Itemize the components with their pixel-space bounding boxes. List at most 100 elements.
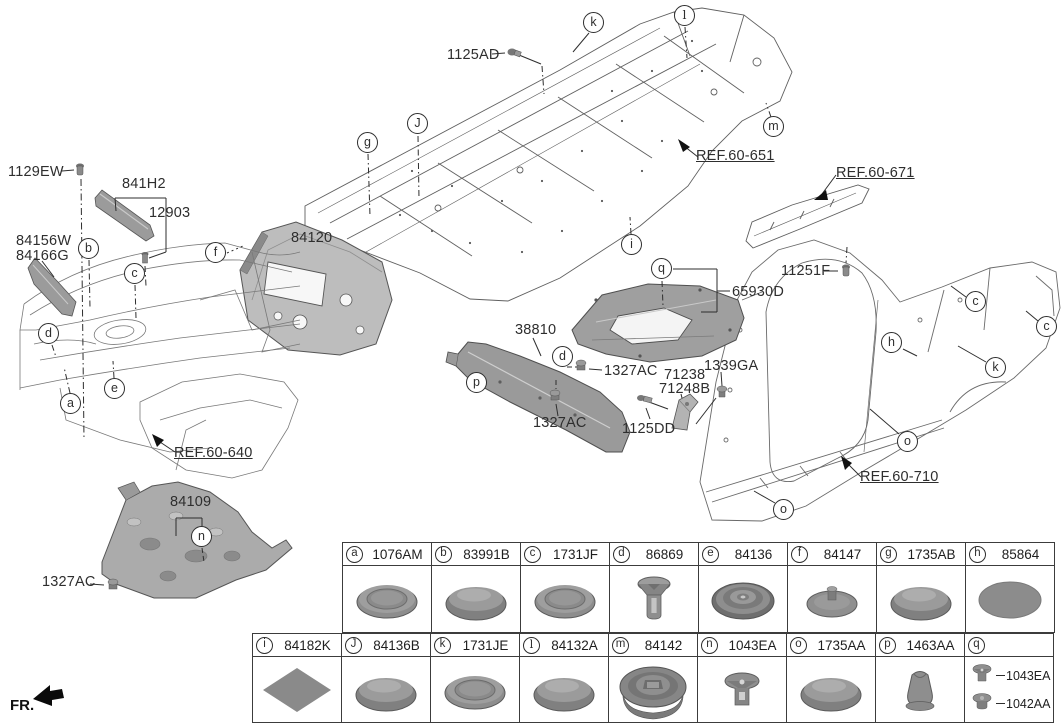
legend-cell-c[interactable]: c 1731JF — [520, 542, 610, 633]
callout-d[interactable]: d — [552, 346, 573, 367]
legend-part-number: 85864 — [1001, 546, 1040, 562]
callout-m[interactable]: m — [763, 116, 784, 137]
legend-cell-k[interactable]: k 1731JE — [430, 633, 520, 723]
part-label-1327AC[interactable]: 1327AC — [604, 363, 658, 379]
legend-callout-k: k — [434, 636, 451, 654]
callout-g[interactable]: g — [357, 132, 378, 153]
ref-link-REF.60-710[interactable]: REF.60-710 — [860, 469, 939, 485]
callout-q[interactable]: q — [651, 258, 672, 279]
callout-k[interactable]: k — [985, 357, 1006, 378]
dual-icon-holder — [969, 662, 995, 689]
legend-cell-body — [787, 657, 875, 722]
callout-f[interactable]: f — [205, 242, 226, 263]
legend-cell-header: c 1731JF — [521, 543, 609, 566]
side-panel-drawing — [699, 239, 1061, 522]
part-label-1327AC[interactable]: 1327AC — [42, 574, 96, 590]
legend-part-number: 1731JE — [462, 637, 509, 653]
part-label-12903[interactable]: 12903 — [149, 205, 191, 221]
legend-cell-body — [699, 566, 787, 632]
legend-part-number: 83991B — [463, 546, 510, 562]
legend-callout-f: f — [791, 545, 808, 563]
part-label-1125DD[interactable]: 1125DD — [622, 421, 676, 437]
ring-plug-icon — [356, 585, 418, 619]
callout-b[interactable]: b — [78, 238, 99, 259]
callout-J[interactable]: J — [407, 113, 428, 134]
part-label-71248B[interactable]: 71248B — [659, 381, 711, 397]
grommet-icon — [716, 385, 728, 398]
legend-cell-g[interactable]: g 1735AB — [876, 542, 966, 633]
dome-plug-icon — [355, 677, 417, 711]
callout-a[interactable]: a — [60, 393, 81, 414]
legend-part-number: 84142 — [644, 637, 683, 653]
ref-link-REF.60-671[interactable]: REF.60-671 — [836, 165, 915, 181]
callout-c[interactable]: c — [965, 291, 986, 312]
part-label-84120[interactable]: 84120 — [291, 230, 333, 246]
callout-k[interactable]: k — [583, 12, 604, 33]
crossmember-drawing — [445, 341, 631, 453]
legend-part-number: 1731JF — [552, 546, 599, 562]
legend-cell-body — [431, 657, 519, 722]
callout-l[interactable]: l — [674, 5, 695, 26]
legend-part-number: 1735AB — [907, 546, 956, 562]
callout-o[interactable]: o — [897, 431, 918, 452]
legend-part-number: 84182K — [284, 637, 331, 653]
callout-c[interactable]: c — [124, 263, 145, 284]
part-label-84166G[interactable]: 84166G — [16, 248, 69, 264]
part-label-38810[interactable]: 38810 — [515, 322, 557, 338]
cowl-bar-drawing — [94, 189, 155, 242]
part-label-84156W[interactable]: 84156W — [16, 233, 72, 249]
callout-o[interactable]: o — [773, 499, 794, 520]
legend-cell-b[interactable]: b 83991B — [431, 542, 521, 633]
ref-link-REF.60-651[interactable]: REF.60-651 — [696, 148, 775, 164]
part-label-11251F[interactable]: 11251F — [781, 263, 831, 279]
legend-callout-i: i — [256, 636, 273, 654]
legend-cell-i[interactable]: i 84182K — [252, 633, 342, 723]
part-label-84109[interactable]: 84109 — [170, 494, 212, 510]
part-label-65930D[interactable]: 65930D — [732, 284, 784, 300]
part-label-1125AD[interactable]: 1125AD — [447, 47, 500, 63]
callout-h[interactable]: h — [881, 332, 902, 353]
callout-c[interactable]: c — [1036, 316, 1057, 337]
legend-callout-g: g — [880, 545, 897, 563]
legend-cell-body — [609, 657, 697, 722]
part-label-1339GA[interactable]: 1339GA — [704, 358, 759, 374]
callout-p[interactable]: p — [466, 372, 487, 393]
ref-link-REF.60-640[interactable]: REF.60-640 — [174, 445, 253, 461]
ring-plug-icon — [444, 675, 506, 709]
large-grommet-icon — [619, 666, 687, 719]
legend-cell-body — [966, 566, 1054, 632]
callout-d[interactable]: d — [38, 323, 59, 344]
q-part-label[interactable]: 1042AA — [1006, 696, 1051, 711]
legend-callout-d: d — [613, 545, 630, 563]
part-label-841H2[interactable]: 841H2 — [122, 176, 166, 192]
part-label-1327AC[interactable]: 1327AC — [533, 415, 587, 431]
legend-part-number: 84136 — [734, 546, 773, 562]
legend-callout-b: b — [435, 545, 452, 563]
callout-i[interactable]: i — [621, 234, 642, 255]
legend-cell-body — [521, 566, 609, 632]
legend-cell-header: g 1735AB — [877, 543, 965, 566]
legend-callout-c: c — [524, 545, 541, 563]
callout-e[interactable]: e — [104, 378, 125, 399]
part-label-71238[interactable]: 71238 — [664, 367, 706, 383]
part-label-1129EW[interactable]: 1129EW — [8, 164, 64, 180]
callout-n[interactable]: n — [191, 526, 212, 547]
q-part-label[interactable]: 1043EA — [1006, 668, 1051, 683]
dual-icon-holder — [969, 690, 995, 717]
